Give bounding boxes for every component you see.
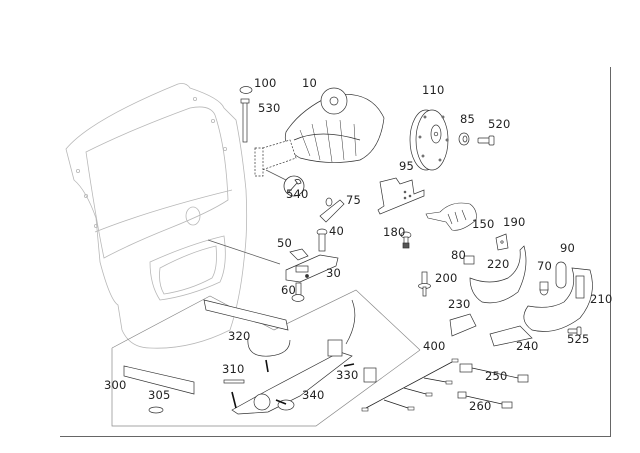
part-525-bolt: [567, 326, 582, 336]
part-95-bracket: [377, 177, 425, 215]
callout-95[interactable]: 95: [399, 159, 415, 173]
part-260-cable: [457, 391, 513, 409]
callout-340[interactable]: 340: [302, 388, 325, 402]
leader-line-30: [207, 239, 281, 265]
callout-250[interactable]: 250: [485, 369, 508, 383]
part-200-pin: [418, 271, 431, 297]
part-100-cap: [239, 86, 253, 94]
callout-260[interactable]: 260: [469, 399, 492, 413]
callout-80[interactable]: 80: [451, 248, 467, 262]
part-310-rod: [223, 379, 245, 384]
callout-525[interactable]: 525: [567, 332, 590, 346]
callout-70[interactable]: 70: [537, 259, 553, 273]
callout-30[interactable]: 30: [326, 266, 342, 280]
part-230-bracket: [449, 313, 477, 337]
callout-90[interactable]: 90: [560, 241, 576, 255]
part-520-bolt: [477, 135, 495, 146]
part-70-grommet: [539, 281, 549, 296]
part-320-cable: [247, 337, 291, 357]
part-305-washer: [148, 406, 164, 414]
callout-10[interactable]: 10: [302, 76, 318, 90]
callout-540[interactable]: 540: [286, 187, 309, 201]
callout-200[interactable]: 200: [435, 271, 458, 285]
part-60-bolt: [291, 282, 305, 302]
callout-190[interactable]: 190: [503, 215, 526, 229]
part-150-clip: [425, 202, 477, 231]
callout-310[interactable]: 310: [222, 362, 245, 376]
arrow-indicators: [231, 359, 355, 409]
callout-85[interactable]: 85: [460, 112, 476, 126]
callout-330[interactable]: 330: [336, 368, 359, 382]
part-10-assembly: [254, 87, 385, 177]
part-530-bolt: [240, 98, 250, 143]
part-40-screw: [316, 228, 328, 252]
callout-240[interactable]: 240: [516, 339, 539, 353]
part-rail-upper: [203, 299, 289, 331]
part-180-plug: [400, 231, 412, 249]
callout-230[interactable]: 230: [448, 297, 471, 311]
part-110-drum: [409, 109, 449, 171]
part-330-switch: [363, 367, 377, 383]
callout-300[interactable]: 300: [104, 378, 127, 392]
callout-220[interactable]: 220: [487, 257, 510, 271]
frame-right-border: [610, 67, 611, 437]
part-50-clip: [289, 248, 309, 261]
subassembly-frame: [111, 289, 421, 427]
part-lock-motor-assembly: [231, 299, 356, 415]
part-210-cover: [523, 267, 593, 332]
wrench-icon: [283, 175, 305, 197]
part-220-trim: [469, 245, 527, 304]
callout-150[interactable]: 150: [472, 217, 495, 231]
part-300-rail: [123, 365, 195, 395]
part-240-cover: [489, 325, 533, 347]
part-75-hinge: [319, 197, 345, 223]
part-80-pad: [463, 255, 475, 265]
part-85-nut: [458, 132, 470, 146]
callout-40[interactable]: 40: [329, 224, 345, 238]
callout-305[interactable]: 305: [148, 388, 171, 402]
callout-100[interactable]: 100: [254, 76, 277, 90]
part-90-handle: [555, 261, 567, 289]
tailgate-outline: [65, 83, 248, 349]
part-30-latch: [285, 254, 339, 283]
callout-520[interactable]: 520: [488, 117, 511, 131]
part-400-harness: [365, 361, 453, 409]
callout-75[interactable]: 75: [346, 193, 362, 207]
callout-60[interactable]: 60: [281, 283, 297, 297]
frame-bottom-border: [60, 436, 611, 437]
callout-210[interactable]: 210: [590, 292, 613, 306]
callout-400[interactable]: 400: [423, 339, 446, 353]
callout-180[interactable]: 180: [383, 225, 406, 239]
callout-110[interactable]: 110: [422, 83, 445, 97]
part-250-cable: [459, 363, 529, 383]
callout-320[interactable]: 320: [228, 329, 251, 343]
callout-530[interactable]: 530: [258, 101, 281, 115]
part-190-bracket: [495, 233, 509, 251]
part-400-connectors: [361, 358, 459, 412]
callout-50[interactable]: 50: [277, 236, 293, 250]
